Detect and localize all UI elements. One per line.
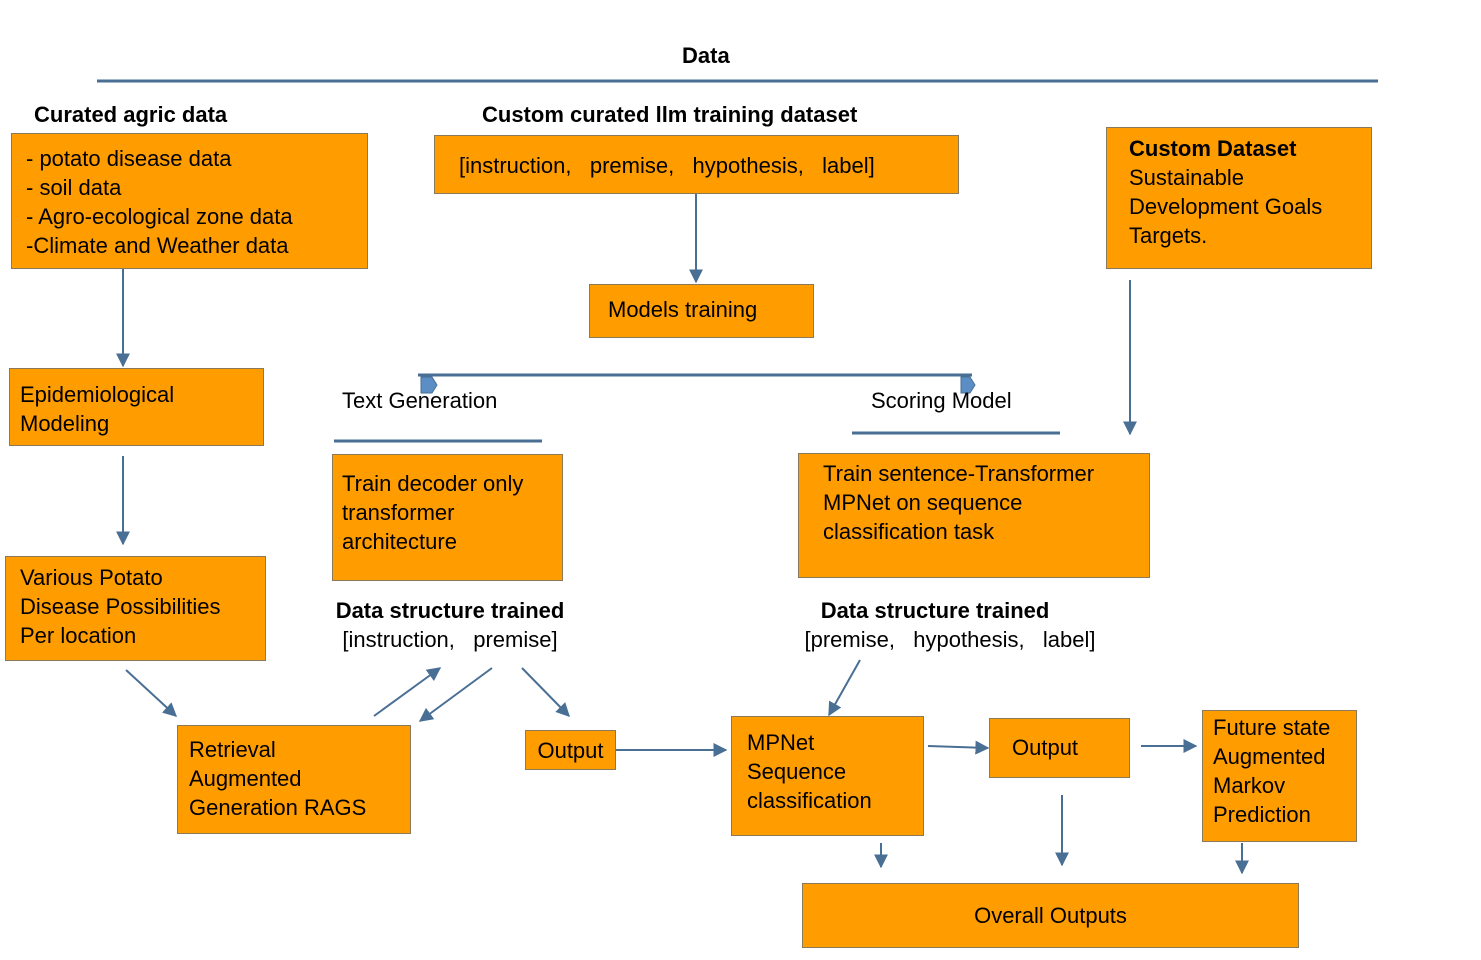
- branch-right-marker: [960, 376, 976, 394]
- node-custom-dataset: Custom Dataset Sustainable Development G…: [1106, 127, 1372, 269]
- node-decoder-training: Train decoder only transformer architect…: [332, 454, 563, 581]
- diagram-title: Data: [682, 43, 730, 68]
- section-label-text-generation: Text Generation: [342, 388, 498, 413]
- node-overall-outputs: Overall Outputs: [802, 883, 1299, 948]
- arrow-potato-to-rag: [125, 669, 178, 717]
- branch-left-marker: [420, 376, 438, 394]
- arrow-mpnet-to-output2: [927, 740, 990, 755]
- node-llm-fields: [instruction, premise, hypothesis, label…: [434, 135, 959, 194]
- structure-fields-right: [premise, hypothesis, label]: [804, 627, 1096, 652]
- structure-title-left: Data structure trained: [335, 598, 565, 623]
- node-sentence-transformer: Train sentence-Transformer MPNet on sequ…: [798, 453, 1150, 578]
- structure-title-right: Data structure trained: [820, 598, 1050, 623]
- node-mpnet-classification: MPNet Sequence classification: [731, 716, 924, 836]
- node-markov-prediction: Future state Augmented Markov Prediction: [1202, 710, 1357, 842]
- arrow-structure-to-output: [521, 667, 570, 718]
- node-output-1: Output: [525, 730, 616, 770]
- node-potato-possibilities: Various Potato Disease Possibilities Per…: [5, 556, 266, 661]
- section-label-scoring-model: Scoring Model: [871, 388, 1012, 413]
- node-models-training: Models training: [589, 284, 814, 338]
- node-epidemiological: Epidemiological Modeling: [9, 368, 264, 446]
- arrow-structure-to-rag: [418, 667, 493, 722]
- section-label-agric: Curated agric data: [34, 102, 228, 127]
- arrow-rag-to-structure: [373, 667, 442, 717]
- node-agric-data: - potato disease data - soil data - Agro…: [11, 133, 368, 269]
- structure-fields-left: [instruction, premise]: [342, 627, 558, 652]
- node-output-2: Output: [989, 718, 1130, 778]
- arrow-structure-to-mpnet: [828, 659, 861, 717]
- section-label-llm: Custom curated llm training dataset: [482, 102, 858, 127]
- node-rag: Retrieval Augmented Generation RAGS: [177, 725, 411, 834]
